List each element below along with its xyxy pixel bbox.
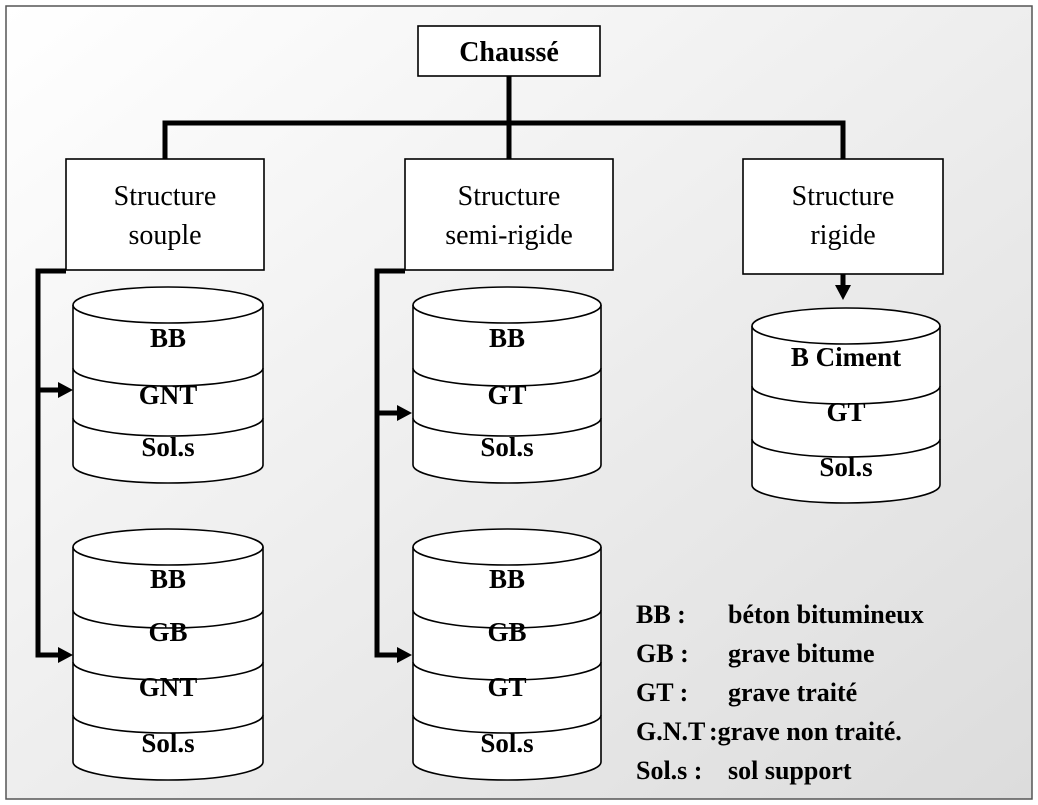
legend-abbr: BB : bbox=[636, 600, 686, 629]
legend-meaning: grave traité bbox=[728, 678, 857, 707]
souple-branch-line bbox=[35, 268, 66, 658]
cylinder-top bbox=[72, 286, 264, 324]
structure-semi-rigide: Structure semi-rigide bbox=[404, 158, 614, 271]
cylinder-top bbox=[72, 528, 264, 566]
legend-abbr: GT : bbox=[636, 678, 688, 707]
structure-box-semi-rigide bbox=[404, 158, 614, 271]
layer-divider bbox=[751, 438, 941, 458]
layer-divider bbox=[72, 714, 264, 734]
layer-divider bbox=[751, 385, 941, 405]
connectors bbox=[35, 75, 851, 663]
structure-box-rigide bbox=[742, 158, 944, 275]
layer-label: Sol.s bbox=[141, 728, 194, 758]
root-box bbox=[417, 25, 601, 77]
layer-divider bbox=[72, 367, 264, 387]
layer-label: Sol.s bbox=[480, 432, 533, 462]
souple-arrow-head-2 bbox=[58, 647, 73, 663]
root-node: Chaussé bbox=[417, 25, 601, 77]
pavement-rigide-1: B Ciment GT Sol.s bbox=[751, 307, 941, 504]
structure-rigide-line1: Structure bbox=[792, 181, 895, 212]
legend-meaning: sol support bbox=[728, 756, 852, 785]
structure-souple-line1: Structure bbox=[114, 181, 217, 212]
layer-label: GB bbox=[148, 617, 187, 647]
layer-divider bbox=[412, 367, 602, 387]
legend-meaning: béton bitumineux bbox=[728, 600, 924, 629]
cylinder-top bbox=[751, 307, 941, 345]
layer-label: Sol.s bbox=[480, 728, 533, 758]
layer-divider bbox=[412, 661, 602, 681]
layer-divider bbox=[412, 714, 602, 734]
structure-souple-line2: souple bbox=[128, 220, 201, 251]
layer-divider bbox=[72, 417, 264, 437]
rigide-arrow-head bbox=[835, 285, 851, 300]
legend-meaning: grave bitume bbox=[728, 639, 875, 668]
structure-semi-rigide-line1: Structure bbox=[458, 181, 561, 212]
legend-abbr: GB : bbox=[636, 639, 689, 668]
souple-arrow-head-1 bbox=[58, 382, 73, 398]
structure-semi-rigide-line2: semi-rigide bbox=[445, 220, 573, 251]
layer-label: BB bbox=[150, 564, 186, 594]
root-label: Chaussé bbox=[459, 37, 559, 68]
cylinder-body bbox=[751, 326, 941, 504]
cylinder-body bbox=[72, 305, 264, 484]
structure-souple: Structure souple bbox=[65, 158, 265, 271]
layer-label: BB bbox=[489, 564, 525, 594]
layer-label: GT bbox=[826, 397, 865, 427]
cylinder-top bbox=[412, 286, 602, 324]
layer-label: BB bbox=[150, 323, 186, 353]
pavement-semi-rigide-1: BB GT Sol.s bbox=[412, 286, 602, 484]
cylinder-body bbox=[412, 305, 602, 484]
legend-abbr: Sol.s : bbox=[636, 756, 702, 785]
semi-rigide-arrow-head-1 bbox=[397, 405, 412, 421]
layer-label: GNT bbox=[139, 672, 198, 702]
layer-label: B Ciment bbox=[791, 342, 901, 372]
structure-box-souple bbox=[65, 158, 265, 271]
legend-abbr: G.N.T bbox=[636, 717, 705, 746]
layer-divider bbox=[412, 609, 602, 629]
cylinder-top bbox=[412, 528, 602, 566]
semi-rigide-arrow-head-2 bbox=[397, 647, 412, 663]
structure-rigide: Structure rigide bbox=[742, 158, 944, 275]
layer-label: Sol.s bbox=[819, 452, 872, 482]
legend: BB : béton bitumineux GB : grave bitume … bbox=[636, 600, 924, 785]
branch-bar-line bbox=[162, 120, 846, 159]
layer-label: GNT bbox=[139, 380, 198, 410]
legend-meaning: :grave non traité. bbox=[709, 717, 902, 746]
layer-label: GT bbox=[487, 672, 526, 702]
pavement-souple-2: BB GB GNT Sol.s bbox=[72, 528, 264, 781]
layer-label: GT bbox=[487, 380, 526, 410]
layer-label: GB bbox=[487, 617, 526, 647]
pavement-souple-1: BB GNT Sol.s bbox=[72, 286, 264, 484]
pavement-semi-rigide-2: BB GB GT Sol.s bbox=[412, 528, 602, 781]
semi-rigide-branch-line bbox=[374, 268, 405, 658]
layer-label: Sol.s bbox=[141, 432, 194, 462]
layer-divider bbox=[72, 609, 264, 629]
layer-divider bbox=[412, 417, 602, 437]
layer-label: BB bbox=[489, 323, 525, 353]
layer-divider bbox=[72, 661, 264, 681]
structure-rigide-line2: rigide bbox=[810, 220, 875, 251]
